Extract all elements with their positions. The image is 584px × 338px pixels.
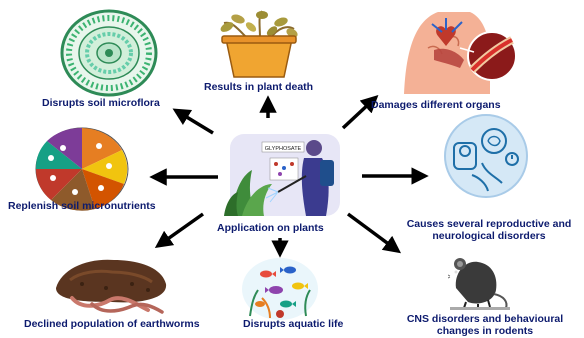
- label-reproductive-neurological: Causes several reproductive and neurolog…: [398, 218, 580, 242]
- label-micronutrients: Replenish soil micronutrients: [8, 200, 156, 212]
- arrow-to-soil-microflora: [180, 113, 213, 133]
- glyphosate-sprayer-icon: GLYPHOSATE: [222, 128, 342, 216]
- aquatic-life-icon: [240, 256, 320, 322]
- label-rodents-line1: CNS disorders and behavioural: [394, 313, 576, 325]
- label-organs: Damages different organs: [371, 99, 501, 111]
- arrow-to-earthworms: [162, 214, 203, 243]
- label-application-on-plants: Application on plants: [217, 222, 324, 234]
- soil-microflora-icon: [58, 7, 160, 99]
- label-reproductive-line1: Causes several reproductive and: [398, 218, 580, 230]
- label-earthworms: Declined population of earthworms: [24, 318, 200, 330]
- arrow-to-organs: [343, 101, 372, 128]
- label-rodents: CNS disorders and behavioural changes in…: [394, 313, 576, 337]
- glyphosate-sign: GLYPHOSATE: [265, 146, 302, 152]
- reproductive-neurological-icon: [442, 113, 530, 199]
- label-rodents-line2: changes in rodents: [394, 325, 576, 337]
- label-plant-death: Results in plant death: [204, 81, 313, 93]
- earthworms-icon: [52, 254, 170, 316]
- dead-plant-icon: [218, 9, 300, 79]
- damaged-organs-icon: [398, 8, 516, 94]
- label-soil-microflora: Disrupts soil microflora: [42, 97, 160, 109]
- label-aquatic-life: Disrupts aquatic life: [243, 318, 343, 330]
- rodent-icon: [448, 252, 512, 310]
- label-reproductive-line2: neurological disorders: [398, 230, 580, 242]
- arrow-to-rodents: [348, 214, 394, 248]
